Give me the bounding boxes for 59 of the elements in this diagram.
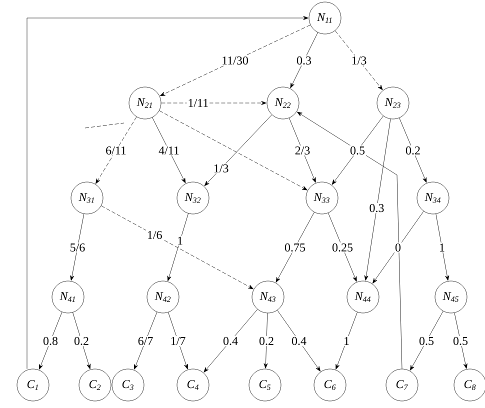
edge-label: 6/11 (106, 146, 126, 155)
edge-label: 0.5 (350, 146, 365, 155)
arrow (167, 213, 188, 282)
arrow (436, 214, 450, 281)
arrow (277, 310, 321, 372)
arrow (399, 118, 427, 183)
edge-label: 2/3 (295, 146, 310, 155)
edge-label: 0.5 (453, 336, 468, 346)
arrow (70, 214, 84, 281)
arrow (290, 32, 318, 88)
edge-label: 1/7 (171, 336, 186, 346)
edge-label: 0.2 (406, 146, 420, 155)
edge-label: 0.3 (370, 204, 384, 212)
arrow (364, 118, 391, 281)
edge-label: 1 (344, 337, 349, 345)
edge-label: 0 (395, 243, 401, 252)
arrow (161, 101, 266, 105)
arrow (168, 312, 188, 370)
arrow (26, 16, 308, 369)
edge-label: 0.2 (74, 336, 88, 346)
arrow (159, 110, 308, 190)
arrow (276, 212, 314, 282)
arrow (336, 312, 358, 370)
arrow (204, 309, 258, 372)
edge-label: 0.25 (332, 243, 353, 252)
edge-label: 0.75 (284, 243, 306, 252)
arrow (332, 116, 384, 185)
arrow (101, 206, 254, 290)
arrow (454, 312, 468, 369)
edge-label: 0.3 (296, 56, 312, 65)
arrow (410, 310, 444, 371)
edge-label: 11/30 (222, 56, 248, 65)
edge-label: 1 (178, 236, 182, 245)
edge-label: 0.4 (292, 336, 306, 346)
arrow (39, 312, 62, 370)
edge-label: 4/11 (158, 146, 179, 155)
edge-label: 1/3 (214, 164, 228, 172)
edge-label: 1/3 (352, 56, 366, 65)
edge-label: 1/6 (148, 230, 162, 239)
edge-label: 0.4 (223, 336, 238, 346)
arrow (134, 312, 158, 370)
edge-label: 0.8 (43, 336, 58, 346)
edge-label: 5/6 (70, 243, 85, 252)
edge-label: 6/7 (138, 336, 153, 346)
edge-label: 0.2 (259, 336, 274, 346)
arrow (152, 117, 186, 184)
arrow (160, 24, 311, 96)
arrow (96, 116, 137, 184)
edge-label: 1/11 (188, 98, 208, 108)
arrow (328, 212, 357, 282)
edge-label: 1 (440, 244, 444, 252)
arrow (72, 312, 91, 370)
edge-label: 0.5 (419, 336, 434, 346)
arrow (296, 112, 402, 369)
arrow (334, 30, 383, 90)
arrow (264, 313, 268, 368)
arrow (372, 211, 424, 284)
arrow (204, 114, 272, 186)
arrow (288, 118, 316, 183)
